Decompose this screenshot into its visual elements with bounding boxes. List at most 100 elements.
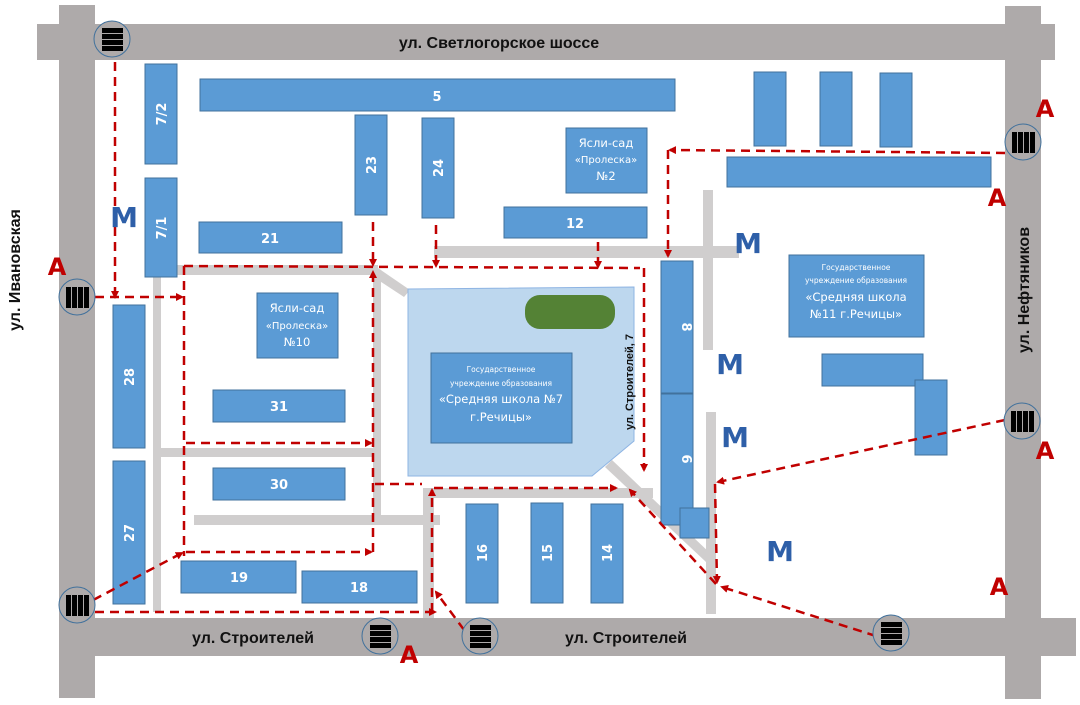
school-label-line: учреждение образования (805, 276, 907, 285)
building-north-long[interactable] (726, 156, 992, 188)
school11-building[interactable] (788, 254, 925, 338)
pedestrian-crossing-icon[interactable] (58, 278, 96, 316)
shop-marker[interactable]: М (721, 421, 749, 454)
building-label: 31 (270, 400, 288, 415)
building-30[interactable] (212, 467, 346, 501)
kindergarten-2[interactable] (565, 127, 648, 194)
bus-stop-marker[interactable]: А (400, 641, 419, 669)
school11-wing-a[interactable] (821, 353, 924, 387)
yard-path (423, 488, 653, 498)
building-label: 12 (566, 217, 584, 232)
building-7-1[interactable] (144, 177, 178, 278)
shop-marker[interactable]: М (716, 348, 744, 381)
building-6-annex[interactable] (679, 507, 710, 539)
building-labels: 5 7/2 7/1 21 23 24 12 28 27 31 30 19 18 … (123, 90, 693, 596)
yard-paths (153, 190, 739, 618)
building-label: 24 (432, 159, 447, 177)
building-8[interactable] (660, 260, 694, 394)
street-label-east: ул. Нефтяников (1016, 227, 1033, 353)
pedestrian-crossing-icon[interactable] (872, 614, 910, 652)
school-label-line: Государственное (467, 365, 536, 374)
building-27[interactable] (112, 460, 146, 605)
building-12[interactable] (503, 206, 648, 239)
school-label-line: Государственное (822, 263, 891, 272)
bus-stop-marker[interactable]: А (988, 184, 1007, 212)
kindergarten-label-line: «Пролеска» (266, 321, 328, 332)
street-label-west: ул. Ивановская (7, 209, 24, 331)
route-segment (720, 585, 877, 638)
kindergarten-label-line: «Пролеска» (575, 155, 637, 166)
building-label: 15 (541, 544, 556, 562)
building-24[interactable] (421, 117, 455, 219)
kindergarten-label-line: Ясли-сад (270, 301, 325, 315)
bus-stop-marker[interactable]: А (990, 573, 1009, 601)
building-16[interactable] (465, 503, 499, 604)
building-21[interactable] (198, 221, 343, 254)
yard-path (706, 412, 716, 614)
crossings (58, 20, 1042, 655)
shop-marker[interactable]: М (734, 227, 762, 260)
building-label: 30 (270, 478, 288, 493)
yard-path (373, 270, 381, 520)
building-label: 21 (261, 232, 279, 247)
school7-label: Государственное учреждение образования «… (439, 365, 563, 424)
school11-wing-b[interactable] (914, 379, 948, 456)
building-7-2[interactable] (144, 63, 178, 165)
kindergarten-label-line: №2 (596, 169, 615, 183)
building-label: 7/1 (155, 217, 170, 240)
bus-stop-marker[interactable]: А (48, 253, 67, 281)
building-18[interactable] (301, 570, 418, 604)
building-north-a[interactable] (753, 71, 787, 147)
school-label-line: г.Речицы» (470, 410, 532, 424)
buildings (112, 63, 992, 605)
shop-marker[interactable]: М (110, 201, 138, 234)
building-6[interactable] (660, 393, 694, 526)
building-label: 8 (678, 322, 693, 331)
pedestrian-crossing-icon[interactable] (93, 20, 131, 58)
school-label-line: «Средняя школа (805, 290, 906, 304)
street-label-south-left: ул. Строителей (192, 630, 314, 647)
building-31[interactable] (212, 389, 346, 423)
school-label-line: учреждение образования (450, 379, 552, 388)
route-segment (668, 146, 1006, 155)
school7-building[interactable] (430, 352, 573, 444)
route-segment (712, 483, 721, 584)
bus-stop-markers: А А А А А А (48, 95, 1055, 669)
street-label-north: ул. Светлогорское шоссе (399, 35, 599, 52)
building-14[interactable] (590, 503, 624, 604)
road-north (37, 24, 1055, 60)
building-north-b[interactable] (819, 71, 853, 147)
pedestrian-crossing-icon[interactable] (1003, 402, 1041, 440)
school-address-label: ул. Строителей, 7 (624, 334, 636, 430)
shop-marker[interactable]: М (766, 535, 794, 568)
building-28[interactable] (112, 304, 146, 449)
kindergarten-10-label: Ясли-сад «Пролеска» №10 (266, 301, 328, 349)
kindergarten-10[interactable] (256, 292, 339, 359)
kindergarten-2-label: Ясли-сад «Пролеска» №2 (575, 136, 637, 183)
building-label: 28 (123, 368, 138, 386)
building-north-c[interactable] (879, 72, 913, 148)
building-label: 18 (350, 581, 368, 596)
yard-path (423, 488, 434, 618)
pedestrian-crossing-icon[interactable] (461, 617, 499, 655)
sports-field (525, 295, 615, 329)
building-19[interactable] (180, 560, 297, 594)
pedestrian-crossing-icon[interactable] (1004, 123, 1042, 161)
bus-stop-marker[interactable]: А (1036, 437, 1055, 465)
shop-markers: М М М М М (110, 201, 794, 568)
route-segment (716, 418, 1006, 485)
pedestrian-crossing-icon[interactable] (361, 617, 399, 655)
building-label: 19 (230, 571, 248, 586)
building-23[interactable] (354, 114, 388, 216)
pedestrian-crossing-icon[interactable] (58, 586, 96, 624)
building-label: 16 (476, 544, 491, 562)
building-5[interactable] (199, 78, 676, 112)
school-label-line: «Средняя школа №7 (439, 392, 563, 406)
school-label-line: №11 г.Речицы» (810, 307, 902, 321)
yard-path (194, 515, 440, 525)
building-15[interactable] (530, 502, 564, 604)
school11-label: Государственное учреждение образования «… (805, 263, 907, 321)
route-segment (434, 590, 475, 643)
bus-stop-marker[interactable]: А (1036, 95, 1055, 123)
yard-path (372, 268, 410, 297)
